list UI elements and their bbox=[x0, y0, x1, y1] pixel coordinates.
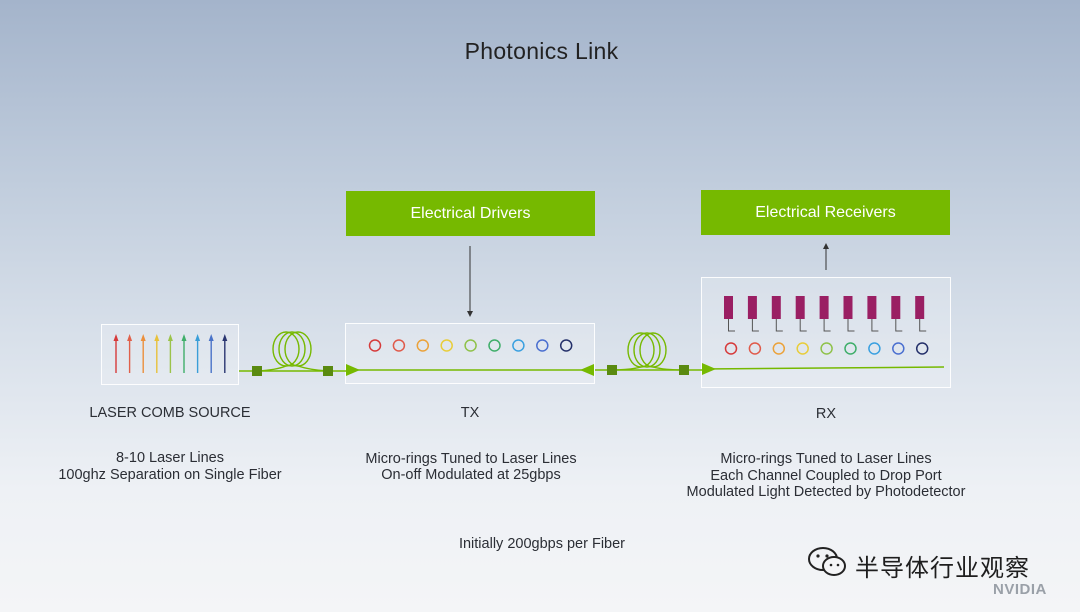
tx-output-arrow bbox=[580, 364, 594, 376]
photodetector bbox=[795, 296, 805, 319]
drop-port-lead bbox=[751, 319, 759, 332]
fiber-connector bbox=[679, 365, 689, 375]
tx-micro-ring bbox=[392, 339, 406, 352]
drop-port-lead bbox=[895, 319, 903, 332]
drop-port-lead bbox=[847, 319, 855, 332]
rx-micro-rings bbox=[724, 342, 929, 355]
rx-panel bbox=[701, 277, 951, 388]
photodetector bbox=[771, 296, 781, 319]
rx-micro-ring bbox=[844, 342, 857, 355]
tx-panel bbox=[345, 323, 595, 384]
laser-line-arrowhead bbox=[195, 334, 201, 341]
nvidia-watermark: NVIDIA bbox=[993, 581, 1047, 598]
tx-micro-ring bbox=[488, 339, 501, 352]
laser-line-arrowhead bbox=[140, 334, 146, 341]
tx-micro-ring bbox=[440, 339, 453, 352]
drop-port-lead bbox=[919, 319, 927, 332]
rx-micro-ring bbox=[868, 342, 881, 355]
rx-line-1: Micro-rings Tuned to Laser Lines bbox=[720, 451, 932, 467]
rx-photodetectors bbox=[724, 296, 927, 332]
photodetector bbox=[747, 296, 757, 319]
tx-line-2: On-off Modulated at 25gbps bbox=[381, 467, 561, 483]
photodetector bbox=[724, 296, 733, 319]
rx-input-arrow bbox=[702, 363, 716, 375]
electrical-drivers-box: Electrical Drivers bbox=[346, 191, 595, 236]
rx-micro-ring bbox=[892, 342, 905, 355]
laser-spectrum-lines bbox=[113, 334, 228, 373]
fiber-connector bbox=[323, 366, 333, 376]
source-line-2: 100ghz Separation on Single Fiber bbox=[58, 467, 282, 483]
tx-micro-rings bbox=[368, 339, 573, 352]
photodetector bbox=[843, 296, 853, 319]
tx-line-1: Micro-rings Tuned to Laser Lines bbox=[365, 451, 577, 467]
laser-line-arrowhead bbox=[154, 334, 160, 341]
laser-line-arrowhead bbox=[167, 334, 173, 341]
laser-line-arrowhead bbox=[127, 334, 133, 341]
source-line-1: 8-10 Laser Lines bbox=[115, 450, 224, 466]
tx-micro-ring bbox=[368, 339, 382, 352]
rx-micro-ring bbox=[796, 342, 809, 355]
photodetector bbox=[915, 296, 925, 319]
drop-port-lead bbox=[823, 319, 831, 332]
laser-line-arrowhead bbox=[208, 334, 214, 341]
tx-micro-ring bbox=[416, 339, 430, 352]
drop-port-lead bbox=[728, 319, 735, 332]
source-heading: LASER COMB SOURCE bbox=[89, 405, 251, 421]
tx-micro-ring bbox=[536, 339, 549, 352]
laser-line-arrowhead bbox=[113, 334, 119, 341]
fiber-coil-1 bbox=[257, 331, 329, 372]
fiber-connector bbox=[252, 366, 262, 376]
drop-port-lead bbox=[799, 319, 807, 332]
tx-heading: TX bbox=[460, 405, 480, 421]
page-title: Photonics Link bbox=[464, 38, 619, 64]
rx-micro-ring bbox=[820, 342, 833, 355]
rx-micro-ring bbox=[915, 342, 929, 355]
rx-line-2: Each Channel Coupled to Drop Port bbox=[710, 468, 942, 484]
tx-micro-ring bbox=[559, 339, 573, 352]
rx-micro-ring bbox=[772, 342, 786, 355]
wechat-icon bbox=[808, 547, 846, 576]
tx-input-arrow bbox=[346, 364, 360, 376]
rx-micro-ring bbox=[724, 342, 738, 355]
rx-micro-ring bbox=[748, 342, 762, 355]
fiber-coil-2 bbox=[611, 332, 685, 371]
laser-line-arrowhead bbox=[222, 334, 228, 341]
fiber-connector bbox=[607, 365, 617, 375]
drop-port-lead bbox=[871, 319, 879, 332]
electrical-receivers-box: Electrical Receivers bbox=[701, 190, 950, 235]
photodetector bbox=[891, 296, 901, 319]
photodetector bbox=[819, 296, 829, 319]
watermark-text: 半导体行业观察 bbox=[855, 554, 1030, 582]
rx-line-3: Modulated Light Detected by Photodetecto… bbox=[686, 484, 966, 500]
tx-micro-ring bbox=[464, 339, 477, 352]
drop-port-lead bbox=[775, 319, 783, 332]
photodetector bbox=[867, 296, 877, 319]
footer-note: Initially 200gbps per Fiber bbox=[458, 536, 626, 552]
rx-heading: RX bbox=[815, 406, 837, 422]
tx-micro-ring bbox=[512, 339, 525, 352]
laser-line-arrowhead bbox=[181, 334, 187, 341]
rx-waveguide bbox=[701, 366, 945, 370]
